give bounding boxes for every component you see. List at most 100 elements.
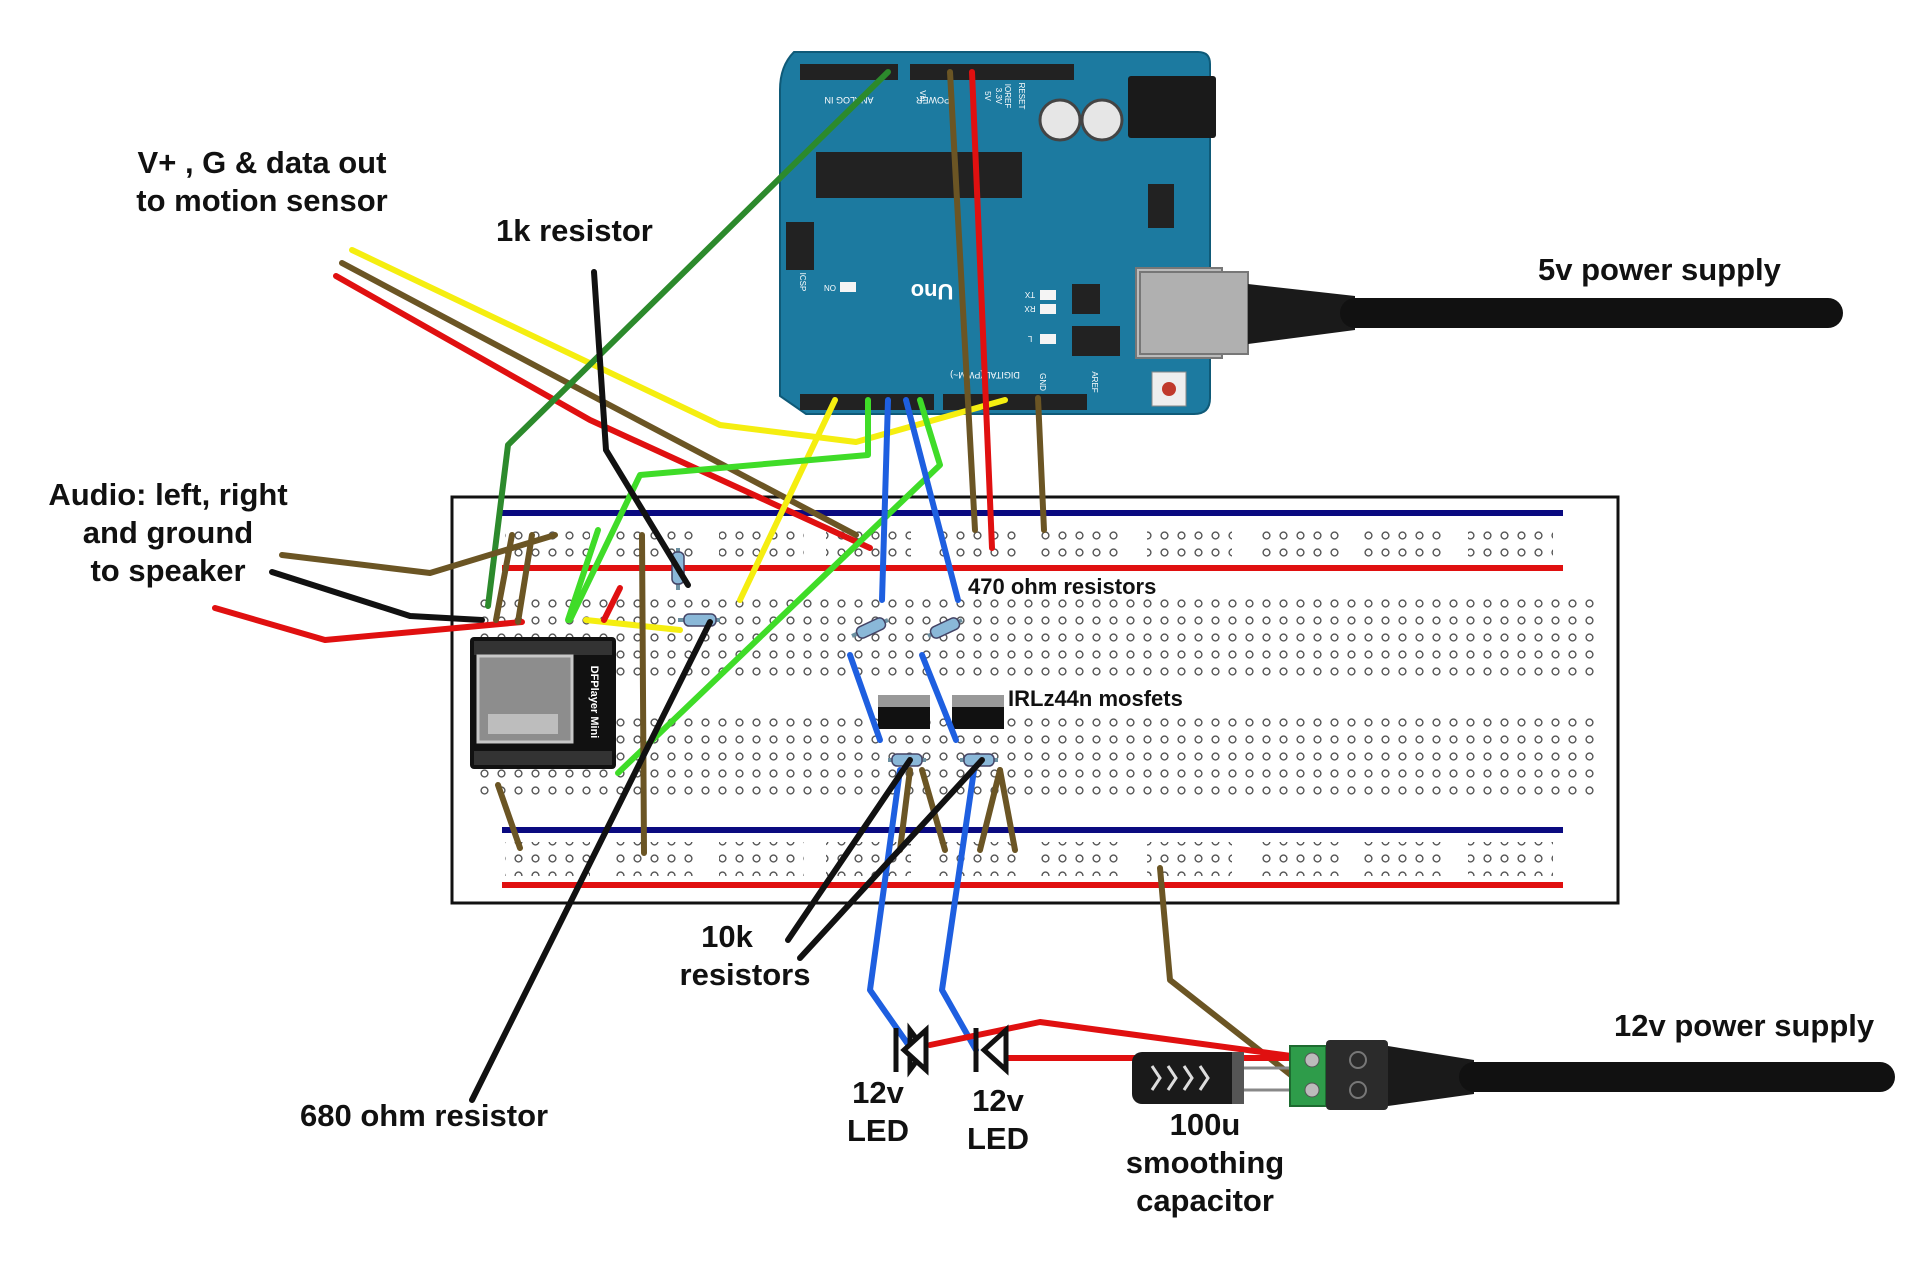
dfplayer-mini-module: DFPlayer Mini (470, 637, 616, 769)
wire-red-12v-1 (927, 1019, 1309, 1061)
wire-yellow-data (737, 397, 838, 603)
capacitor-line-2: smoothing (1125, 1144, 1285, 1180)
resistor-680-label: 680 ohm resistor (300, 1098, 549, 1133)
led-1-label: 12v LED (838, 1074, 918, 1150)
wire-brown-j1 (493, 532, 515, 623)
wire-blue-gate-1 (879, 397, 891, 603)
audio-label: Audio: left, right and ground to speaker (28, 476, 308, 589)
uno-logo: Uno (911, 279, 954, 304)
vin-label: Vin (918, 90, 927, 101)
wire-blue-led-2 (939, 767, 979, 1053)
upper-terminal-strip (472, 594, 1594, 679)
mosfet-2 (952, 695, 1004, 729)
wire-brown-j7 (997, 767, 1018, 853)
digital-header-right (943, 394, 1087, 410)
capacitor-100u (1132, 1052, 1310, 1104)
resistor-470-1 (851, 617, 889, 639)
wire-blue-1 (847, 652, 883, 743)
resistors-10k-line-2: resistors (679, 956, 811, 992)
aref-label: AREF (1090, 371, 1099, 392)
wire-red-audio (212, 605, 525, 643)
l-led (1040, 334, 1056, 344)
capacitor-line-1: 100u (1169, 1107, 1241, 1142)
wire-brown-j8 (897, 767, 913, 853)
wire-brown-j4 (495, 782, 523, 851)
dc-jack-12v (1289, 1040, 1895, 1110)
wire-lime-1 (567, 397, 871, 623)
wire-black-audio (269, 569, 485, 623)
wire-blue-gate-2 (903, 397, 961, 603)
supply-5v-label: 5v power supply (1538, 252, 1781, 287)
led-2-line-1: 12v (972, 1083, 1024, 1118)
led-1-line-2: LED (847, 1112, 909, 1148)
tx-led (1040, 290, 1056, 300)
led-2 (973, 1024, 1009, 1076)
resistor-680 (678, 613, 720, 627)
resistors-10k-line-1: 10k (701, 919, 753, 954)
dc-jack (1128, 76, 1216, 138)
pointer-680 (469, 619, 713, 1103)
usb-cable-5v (1139, 271, 1843, 355)
tx-label: TX (1024, 290, 1035, 299)
reset-label: RESET (1017, 83, 1026, 110)
pin-5v-label: 5V (983, 91, 992, 101)
wire-brown-j3 (639, 532, 647, 856)
capacitor-label: 100u smoothing capacitor (1100, 1106, 1310, 1219)
resistor-470-2 (927, 617, 963, 639)
wire-brown-gnd (1035, 395, 1047, 533)
on-label: ON (824, 283, 836, 292)
icsp-header (786, 222, 814, 270)
pin-3v3-label: 3.3V (994, 88, 1003, 105)
regulator (1148, 184, 1174, 228)
led-1 (893, 1022, 929, 1078)
supply-12v-label: 12v power supply (1614, 1008, 1875, 1043)
reset-button-cap (1162, 382, 1176, 396)
icsp-label: ICSP (798, 273, 807, 292)
analog-header (800, 64, 898, 80)
usb-chip (1072, 284, 1100, 314)
resistors-10k-label: 10k resistors (660, 918, 830, 994)
gnd-label: GND (1038, 373, 1047, 391)
motion-sensor-line-1: V+ , G & data out (137, 145, 387, 180)
rx-led (1040, 304, 1056, 314)
arduino-uno: Uno ANALOG IN POWER DIGITAL (PWM~) ICSP … (779, 51, 1223, 415)
power-label: POWER (916, 95, 951, 105)
wire-yellow-sensor (349, 247, 1008, 445)
on-led (840, 282, 856, 292)
analog-in-label: ANALOG IN (824, 95, 873, 105)
wire-red-sensor (333, 273, 873, 551)
mosfet-1 (878, 695, 930, 729)
wire-brown-audio (279, 532, 558, 576)
audio-line-2: and ground (82, 514, 254, 550)
led-2-label: 12v LED (958, 1082, 1038, 1158)
ioref-label: IOREF (1003, 84, 1012, 109)
pointer-10k-2 (797, 757, 985, 961)
wire-blue-2 (919, 652, 959, 743)
wires (212, 69, 1313, 1103)
wire-brown-j6 (977, 767, 1003, 853)
rx-label: RX (1024, 304, 1036, 313)
wire-lime-short (565, 527, 601, 623)
led-1-line-1: 12v (852, 1075, 904, 1110)
dfplayer-label: DFPlayer Mini (588, 666, 600, 739)
resistor-1k-label: 1k resistor (496, 213, 653, 248)
wire-red-5v (969, 69, 995, 551)
l-label: L (1027, 334, 1032, 343)
capacitor-2 (1080, 98, 1124, 142)
mosfets-label: IRLz44n mosfets (1008, 686, 1183, 711)
wire-red-short (601, 585, 623, 623)
pointer-10k-1 (785, 757, 913, 943)
audio-line-3: to speaker (90, 552, 246, 588)
wire-brown-j2 (515, 532, 535, 625)
capacitor-line-3: capacitor (1136, 1182, 1274, 1218)
led-2-line-2: LED (967, 1120, 1029, 1156)
motion-sensor-label: V+ , G & data out to motion sensor (112, 144, 412, 220)
power-header (910, 64, 1074, 80)
motion-sensor-line-2: to motion sensor (136, 182, 388, 218)
resistors-470-label: 470 ohm resistors (968, 574, 1157, 599)
capacitor-1 (1038, 98, 1082, 142)
pointer-1k (591, 269, 691, 588)
microcontroller-chip (816, 152, 1022, 198)
icsp-header-2 (1072, 326, 1120, 356)
